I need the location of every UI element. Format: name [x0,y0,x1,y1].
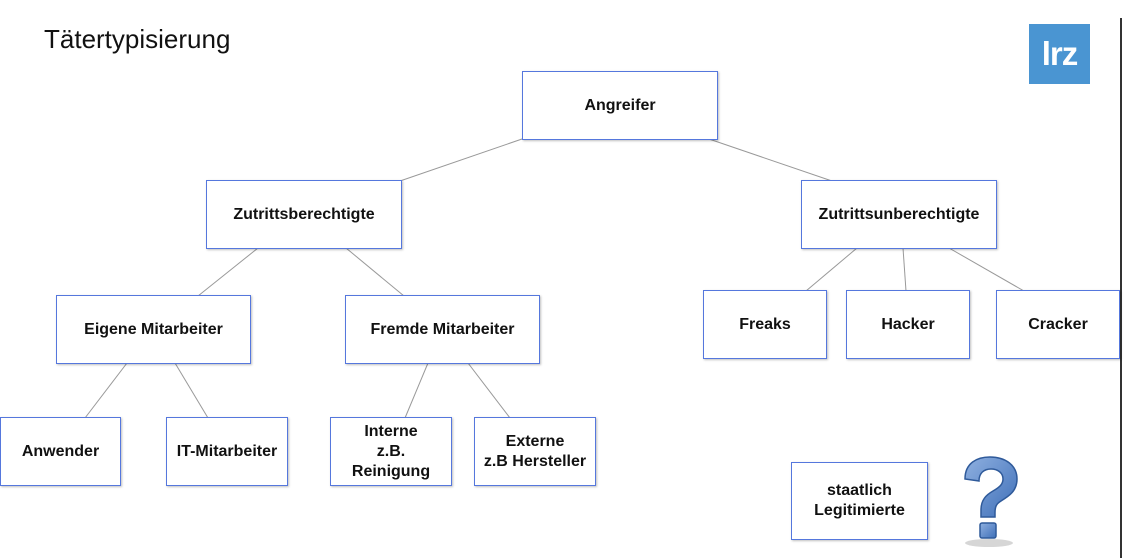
node-cracker: Cracker [996,290,1120,359]
node-zutrittsunberechtigte: Zutrittsunberechtigte [801,180,997,249]
divider [1120,18,1122,558]
node-anwender: Anwender [0,417,121,486]
lrz-logo: lrz [1029,24,1090,84]
edge-zutrittsberechtigte-fremde [345,247,405,297]
node-fremde-mitarbeiter: Fremde Mitarbeiter [345,295,540,364]
edge-eigene-anwender [84,362,128,419]
node-it-mitarbeiter: IT-Mitarbeiter [166,417,288,486]
node-eigene-mitarbeiter: Eigene Mitarbeiter [56,295,251,364]
edge-fremde-externe [467,362,511,419]
node-zutrittsberechtigte: Zutrittsberechtigte [206,180,402,249]
edge-fremde-interne [404,362,429,419]
edge-zutrittsunberechtigte-cracker [948,247,1025,292]
node-staatlich-legitimierte: staatlich Legitimierte [791,462,928,540]
question-mark-icon [964,456,1018,547]
node-angreifer: Angreifer [522,71,718,140]
page-title: Tätertypisierung [44,24,231,54]
edge-angreifer-zutrittsberechtigte [399,138,523,182]
edge-eigene-it [174,362,209,419]
node-externe: Externe z.B Hersteller [474,417,596,486]
node-interne: Interne z.B. Reinigung [330,417,452,486]
edge-zutrittsunberechtigte-hacker [902,247,907,292]
node-freaks: Freaks [703,290,827,359]
edge-zutrittsberechtigte-eigene [197,247,259,297]
node-hacker: Hacker [846,290,970,359]
edge-zutrittsunberechtigte-freaks [805,247,858,292]
edge-angreifer-zutrittsunberechtigte [708,138,833,182]
